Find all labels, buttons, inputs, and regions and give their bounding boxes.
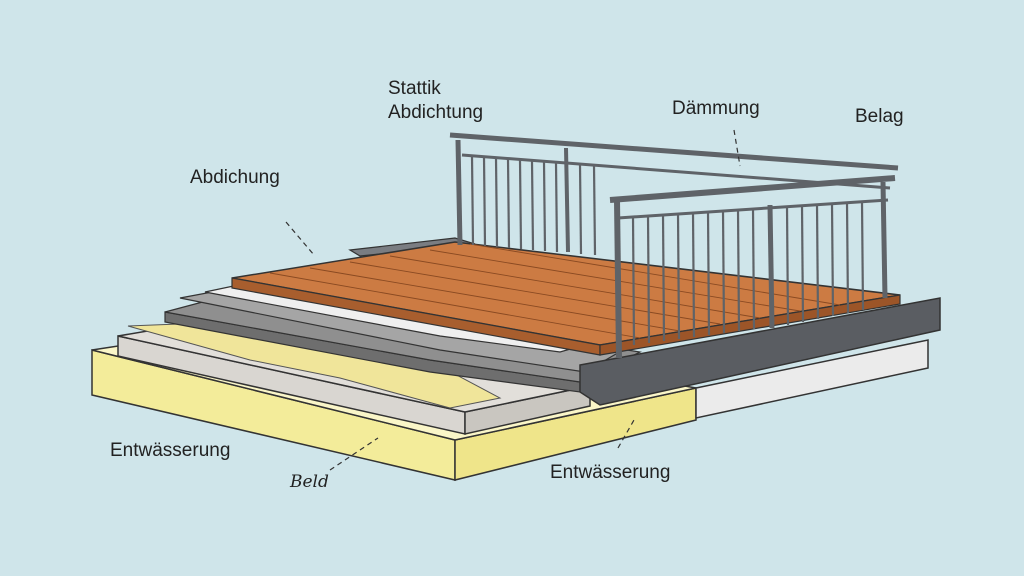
label-abdichtung-top: Abdichtung	[388, 102, 484, 123]
leader-lines	[285, 129, 741, 471]
label-belag: Belag	[855, 106, 904, 127]
front-railing	[609, 175, 896, 359]
back-railing	[449, 132, 899, 256]
label-entwaesserung-bottom: Entwässerung	[550, 462, 671, 483]
label-daemmung: Dämmung	[672, 98, 760, 119]
label-beld: Beld	[290, 472, 329, 492]
label-abdichung: Abdichung	[190, 167, 280, 188]
label-entwaesserung-left: Entwässerung	[110, 440, 231, 461]
label-statik: Stattik	[388, 78, 441, 99]
edge-profile	[348, 237, 941, 419]
